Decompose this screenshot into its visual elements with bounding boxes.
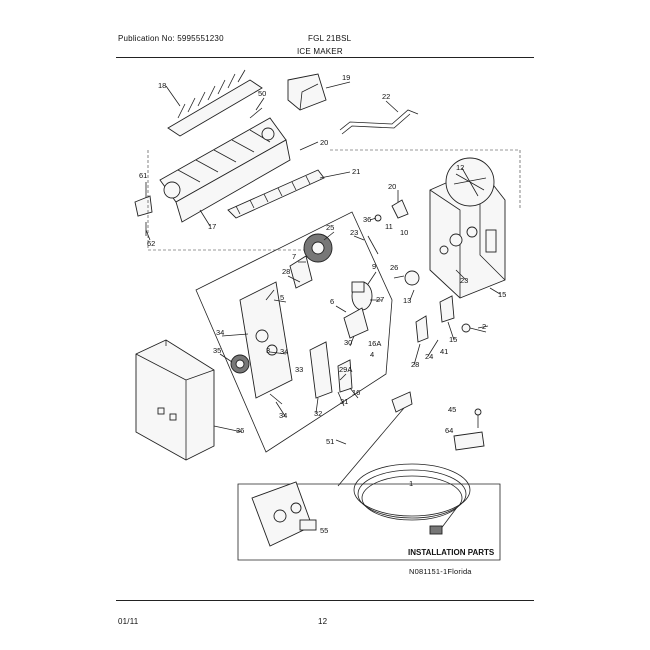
motor-module — [230, 233, 373, 405]
gear-detail-circle — [445, 157, 495, 207]
callout: 16 — [352, 388, 360, 397]
small-hardware — [367, 199, 487, 343]
callout: 36 — [363, 215, 371, 224]
callout: 23 — [460, 276, 468, 285]
callout: 45 — [448, 405, 456, 414]
footer-date: 01/11 — [118, 617, 139, 626]
callout: 16A — [368, 339, 381, 348]
callout: 1 — [409, 479, 413, 488]
callout: 13 — [403, 296, 411, 305]
diagram-reference: N081151-1Florida — [409, 567, 472, 576]
ice-mold — [159, 117, 291, 223]
callout: 3 — [266, 346, 270, 355]
leader-lines — [145, 81, 501, 445]
page-number: 12 — [318, 617, 328, 626]
callout: 28 — [282, 267, 290, 276]
callout: 18 — [158, 81, 166, 90]
callout: 27 — [376, 295, 384, 304]
section-title: ICE MAKER — [297, 47, 343, 56]
callout: 12 — [456, 163, 464, 172]
harness-and-clips — [337, 391, 485, 487]
installation-frame — [237, 483, 501, 561]
callout: 51 — [326, 437, 334, 446]
callout: 9 — [372, 262, 376, 271]
callout: 11 — [385, 222, 393, 231]
callout: 15 — [449, 335, 457, 344]
callout: 35 — [213, 346, 221, 355]
callout: 61 — [139, 171, 147, 180]
callout: 30 — [344, 338, 352, 347]
callout: 26 — [390, 263, 398, 272]
mold-heater-cover — [287, 73, 327, 111]
ejector-assembly — [167, 69, 263, 137]
model-number: FGL 21BSL — [308, 34, 352, 43]
callout: 25 — [326, 223, 334, 232]
callout: 23 — [350, 228, 358, 237]
callout: 31 — [340, 397, 348, 406]
callout: 34 — [216, 328, 224, 337]
callout: 21 — [352, 167, 360, 176]
callout: 6 — [330, 297, 334, 306]
thermostat-clip — [134, 195, 153, 236]
ice-stripper — [227, 169, 325, 219]
front-cover — [135, 339, 215, 461]
installation-parts-title: INSTALLATION PARTS — [408, 548, 495, 557]
callout: 50 — [258, 89, 266, 98]
callout: 20 — [388, 182, 396, 191]
fill-tube — [339, 109, 419, 135]
water-tubing-coil — [353, 463, 471, 535]
publication-number: Publication No: 5995551230 — [118, 34, 224, 43]
callout: 4 — [370, 350, 374, 359]
callout: 15 — [498, 290, 506, 299]
callout: 29A — [339, 365, 352, 374]
callout: 64 — [445, 426, 453, 435]
callout: 36 — [236, 426, 244, 435]
water-valve — [251, 481, 317, 547]
callout: 19 — [342, 73, 350, 82]
callout: 28 — [411, 360, 419, 369]
header-rule — [116, 57, 534, 58]
module-frame — [195, 211, 393, 453]
footer-rule — [116, 600, 534, 601]
callout: 20 — [320, 138, 328, 147]
callout: 34 — [279, 411, 287, 420]
callout: 41 — [440, 347, 448, 356]
callout: 34 — [280, 347, 288, 356]
callout: 7 — [292, 252, 296, 261]
callout: 17 — [208, 222, 216, 231]
callout: 5 — [280, 293, 284, 302]
callout: 62 — [147, 239, 155, 248]
callout: 24 — [425, 352, 433, 361]
callout: 55 — [320, 526, 328, 535]
callout: 33 — [295, 365, 303, 374]
callout: 22 — [382, 92, 390, 101]
callout: 10 — [400, 228, 408, 237]
callout: 32 — [314, 409, 322, 418]
